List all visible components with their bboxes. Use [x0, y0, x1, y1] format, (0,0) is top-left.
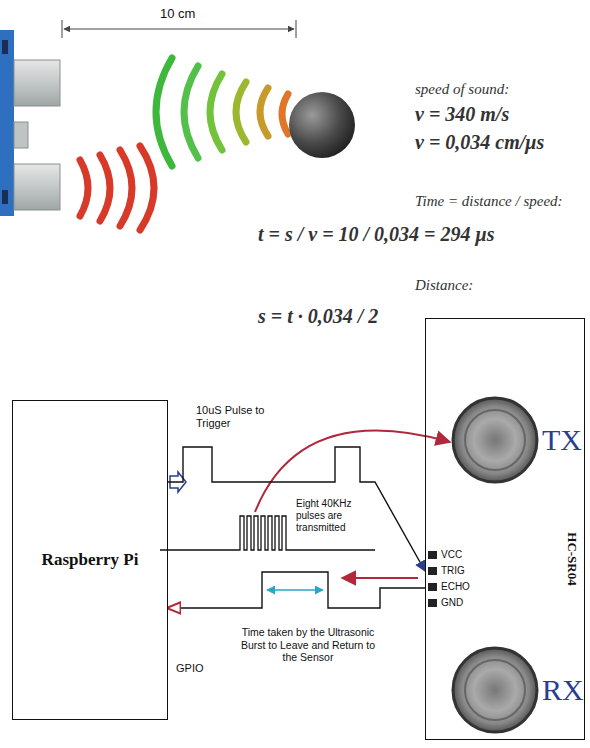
formula: t = s / v = 10 / 0,034 = 294 μs — [258, 222, 494, 246]
formula: v = 0,034 cm/μs — [415, 130, 544, 154]
box-title: Raspberry Pi — [42, 550, 139, 570]
transducer — [14, 60, 60, 106]
tx-transducer — [453, 398, 537, 482]
transducer-label: TX — [542, 422, 582, 458]
signal-note: 10uS Pulse to Trigger — [196, 404, 288, 430]
echo-signal — [168, 572, 425, 608]
burst-arrow — [255, 431, 450, 512]
dimension-label: 10 cm — [160, 6, 195, 22]
dimension-line — [64, 29, 294, 30]
formula-note: speed of sound: — [415, 80, 509, 98]
signal-note: Time taken by the Ultrasonic Burst to Le… — [238, 626, 378, 664]
target-object — [289, 92, 355, 158]
formula-note: Time = distance / speed: — [415, 192, 563, 210]
module-name: HC-SR04 — [564, 532, 580, 585]
transducer — [14, 164, 60, 210]
trigger-signal — [168, 447, 425, 571]
echo-arrow — [342, 577, 418, 579]
pin-label: ECHO — [441, 581, 470, 593]
formula: s = t · 0,034 / 2 — [258, 304, 378, 328]
sound-waves — [80, 58, 288, 230]
sensor-board — [0, 30, 14, 216]
controller-box: Raspberry Pi — [12, 400, 168, 720]
formula: v = 340 m/s — [415, 102, 509, 126]
pin-label: VCC — [441, 549, 462, 561]
rx-transducer — [453, 648, 537, 732]
pin-label: TRIG — [441, 565, 465, 577]
port-label: GPIO — [176, 662, 204, 675]
duration-arrow — [267, 589, 323, 591]
formula-note: Distance: — [415, 276, 473, 294]
signal-note: Eight 40KHz pulses are transmitted — [296, 498, 374, 534]
pin-label: GND — [441, 597, 463, 609]
transducer-label: RX — [542, 672, 584, 708]
pin-header — [428, 551, 437, 607]
